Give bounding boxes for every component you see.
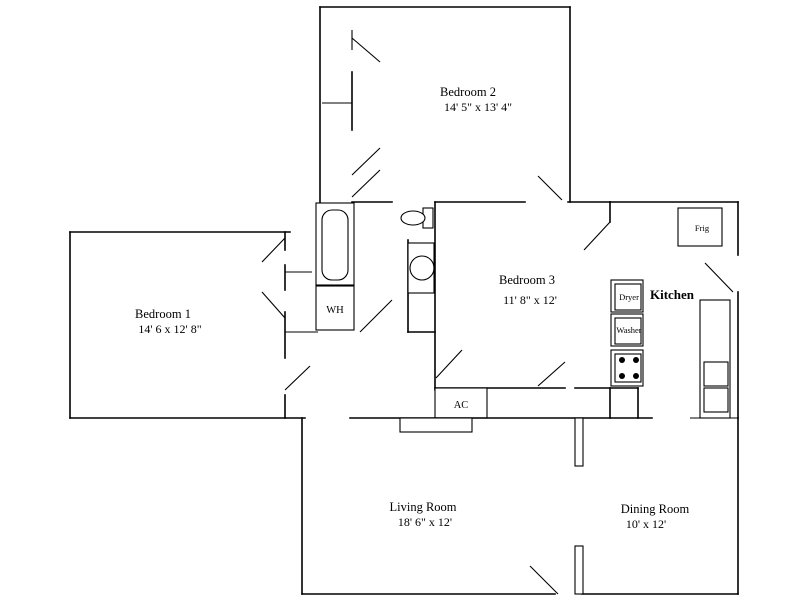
bedroom-1-name: Bedroom 1 (135, 307, 191, 321)
bathtub-basin-icon (321, 209, 349, 281)
living-room-fireplace (399, 417, 473, 433)
washer-inner (614, 317, 642, 345)
bedroom-2-walls (319, 6, 611, 203)
fridge-label: Frig (695, 223, 710, 233)
dryer-inner (614, 283, 642, 311)
air-conditioner-label: AC (454, 400, 469, 411)
living-room-name: Living Room (389, 500, 456, 514)
bedroom-3-name: Bedroom 3 (499, 273, 555, 287)
dining-room-name: Dining Room (621, 502, 690, 516)
bedroom-1-walls (69, 231, 318, 419)
water-heater-label: WH (326, 305, 344, 316)
water-heater-box (315, 285, 355, 331)
kitchen-sink-upper (703, 361, 729, 387)
dining-room-dimensions: 10' x 12' (626, 517, 666, 531)
divider-lower (574, 545, 584, 595)
fridge-box (677, 207, 723, 247)
bedroom-1-dimensions: 14' 6 x 12' 8" (138, 322, 201, 336)
stove-icon (610, 349, 644, 387)
kitchen-name: Kitchen (650, 287, 695, 302)
washer-label: Washer (616, 325, 641, 335)
bedroom-2-closet (322, 30, 381, 198)
dryer-label: Dryer (619, 292, 639, 302)
washer-box (610, 313, 644, 347)
entry-door-swing (529, 565, 559, 595)
sink-icon (407, 242, 435, 294)
divider-upper (574, 417, 584, 467)
bedroom-2-name: Bedroom 2 (440, 85, 496, 99)
bedroom-2-dimensions: 14' 5" x 13' 4" (444, 100, 512, 114)
dryer-box (610, 279, 644, 313)
kitchen-sink-lower (703, 387, 729, 413)
toilet-icon (400, 207, 434, 229)
kitchen-walls (574, 201, 739, 419)
bedroom-3-dimensions: 11' 8" x 12' (503, 293, 557, 307)
bathroom-walls (351, 201, 436, 391)
air-conditioner-box (434, 387, 488, 419)
bedroom-1-door-swings (261, 237, 311, 391)
bedroom-2-door-swing (537, 175, 563, 201)
living-room-dimensions: 18' 6" x 12' (398, 515, 452, 529)
